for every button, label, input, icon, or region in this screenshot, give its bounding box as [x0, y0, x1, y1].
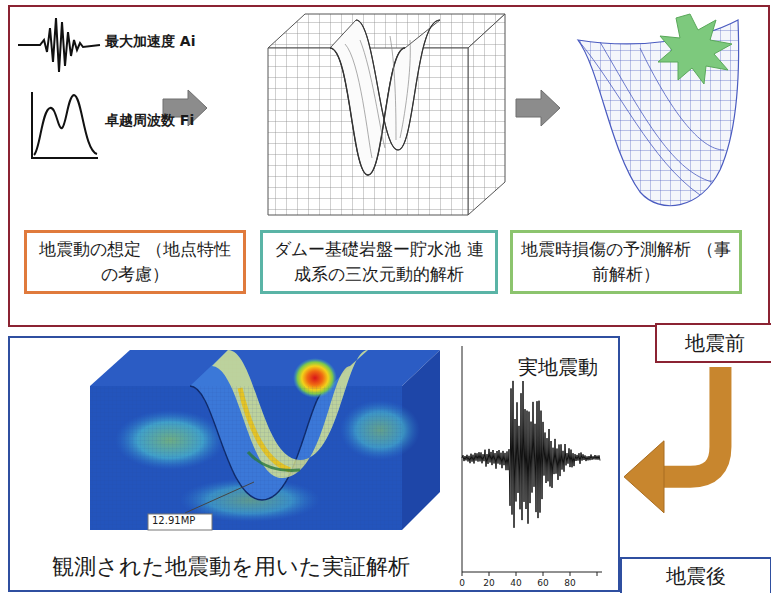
process-arrow — [516, 90, 560, 126]
process-box: 地震動の想定 （地点特性の考慮） — [24, 230, 246, 294]
damaged-dam-shell — [578, 14, 739, 206]
arrow-body — [664, 367, 720, 477]
axis-tick-label: 0 — [459, 578, 465, 588]
box-text: 地震動の想定 （地点特性の考慮） — [35, 237, 235, 286]
dam-mesh-model — [268, 14, 505, 215]
stage-tab: 地震後 — [620, 557, 771, 593]
stress-value: 12.91MP — [152, 515, 195, 526]
seismogram-trace — [462, 381, 600, 528]
seismogram-axes — [462, 346, 602, 576]
fe-stress-result — [90, 350, 440, 530]
figure-label: 最大加速度 Ai — [105, 33, 196, 51]
axis-tick-label: 20 — [483, 578, 494, 588]
box-text: 地震時損傷の予測解析 （事前解析） — [521, 237, 731, 286]
figure-label: 観測された地震動を用いた実証解析 — [52, 552, 410, 582]
box-text: ダムー基礎岩盤ー貯水池 連成系の三次元動的解析 — [271, 237, 487, 286]
damage-star — [658, 14, 732, 84]
arrow-head — [624, 441, 664, 513]
figure-label: 実地震動 — [516, 354, 600, 381]
acceleration-waveform — [18, 18, 100, 72]
frequency-spectrum — [32, 92, 98, 158]
stage-panel: 地震前地震動の想定 （地点特性の考慮）ダムー基礎岩盤ー貯水池 連成系の三次元動的… — [8, 5, 770, 327]
figure-label: 卓越周波数 Fi — [105, 112, 194, 130]
axis-tick-label: 80 — [564, 578, 575, 588]
process-box: 地震時損傷の予測解析 （事前解析） — [510, 230, 742, 294]
axis-tick-label: 40 — [510, 578, 521, 588]
process-box: ダムー基礎岩盤ー貯水池 連成系の三次元動的解析 — [260, 230, 498, 294]
flow-arrow — [624, 367, 720, 513]
stage-tab: 地震前 — [655, 323, 771, 363]
axis-tick-label: 60 — [537, 578, 548, 588]
